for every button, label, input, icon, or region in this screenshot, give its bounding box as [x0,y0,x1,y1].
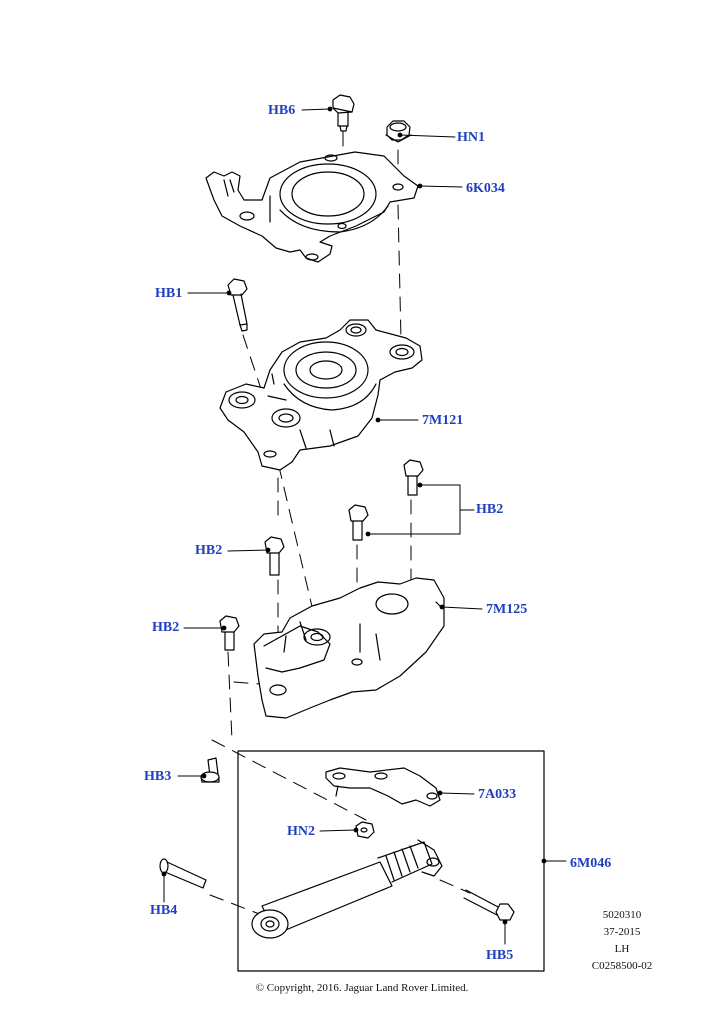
bolt-hb4-drawing [159,858,207,889]
bolt-hb1-drawing [227,278,248,332]
leader-lines [163,108,567,945]
drawing-side: LH [614,943,630,955]
callout-hn1[interactable]: HN1 [457,130,485,145]
nut-hn2-drawing [355,821,375,839]
bolt-hb2-upper-drawing [403,459,424,496]
callout-hb1[interactable]: HB1 [155,286,183,301]
callout-hb2-lower[interactable]: HB2 [152,620,180,635]
nut-hn1-drawing [385,120,412,143]
bolt-hb6-drawing [332,94,355,132]
drawing-metadata: 5020310 37-2015 LH C0258500-02 [572,907,672,975]
torque-rod-drawing [251,839,443,939]
drawing-number: 5020310 [602,909,642,921]
drawing-reference: C0258500-02 [591,960,653,972]
callout-7m125[interactable]: 7M125 [486,602,528,617]
callout-hb2-left[interactable]: HB2 [195,543,223,558]
engine-mount-7m121-drawing [219,319,423,471]
callout-hb2-upper[interactable]: HB2 [476,502,504,517]
callout-hb3[interactable]: HB3 [144,769,172,784]
bracket-7a033-drawing [325,767,441,807]
callout-hb5[interactable]: HB5 [486,948,514,963]
callout-hn2[interactable]: HN2 [287,824,315,839]
callout-hb6[interactable]: HB6 [268,103,296,118]
bracket-7m125-drawing [253,577,445,719]
bolt-hb2-middle-drawing [348,504,369,541]
bolt-hb2-left-drawing [264,536,285,576]
bolt-hb5-drawing [463,889,515,921]
callout-7a033[interactable]: 7A033 [478,787,517,802]
callout-6k034[interactable]: 6K034 [466,181,505,196]
bracket-6k034-drawing [205,151,419,263]
bolt-hb2-lower-drawing [219,615,240,651]
callout-hb4[interactable]: HB4 [150,903,178,918]
copyright-notice: © Copyright, 2016. Jaguar Land Rover Lim… [255,982,469,994]
bolt-hb3-drawing [200,757,220,783]
drawing-date-code: 37-2015 [603,926,641,938]
leader-dots [161,106,547,925]
callout-7m121[interactable]: 7M121 [422,413,464,428]
callout-6m046[interactable]: 6M046 [570,856,612,871]
